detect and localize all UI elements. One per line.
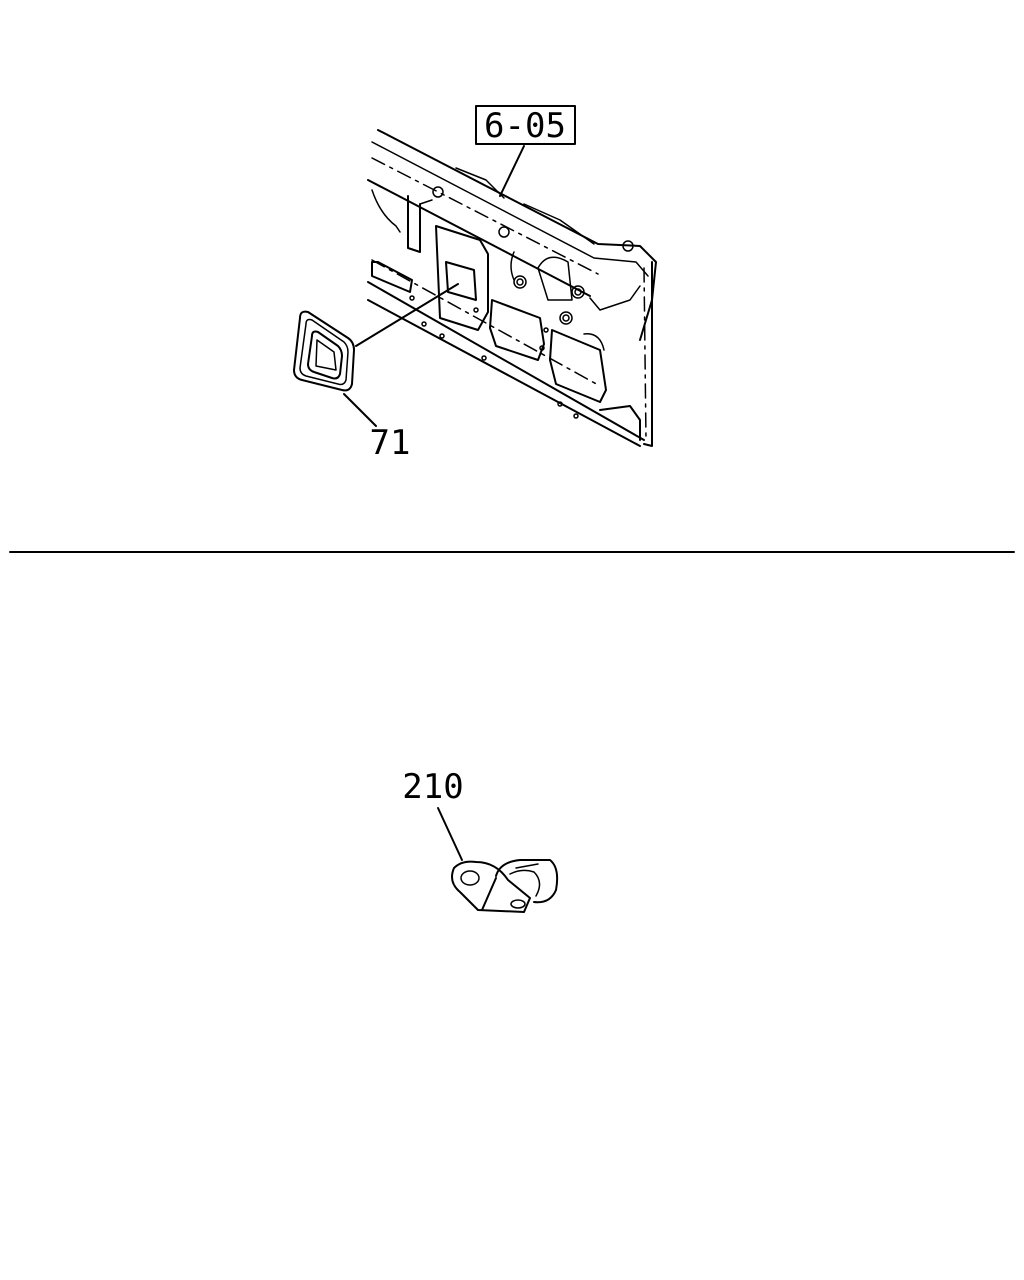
part-label-210[interactable]: 210	[402, 767, 463, 807]
panel-assembly-drawing	[367, 129, 657, 447]
gasket-leader-line-to-panel	[355, 283, 459, 347]
clip-210-drawing	[451, 859, 559, 913]
reference-leader-line	[499, 145, 525, 197]
gasket-71-drawing	[293, 310, 355, 392]
part-label-71[interactable]: 71	[370, 423, 411, 463]
reference-box[interactable]: 6-05	[475, 105, 576, 146]
gasket-leader-line-to-label	[343, 393, 377, 427]
clip-leader-line	[437, 807, 463, 861]
reference-label: 6-05	[484, 106, 566, 146]
